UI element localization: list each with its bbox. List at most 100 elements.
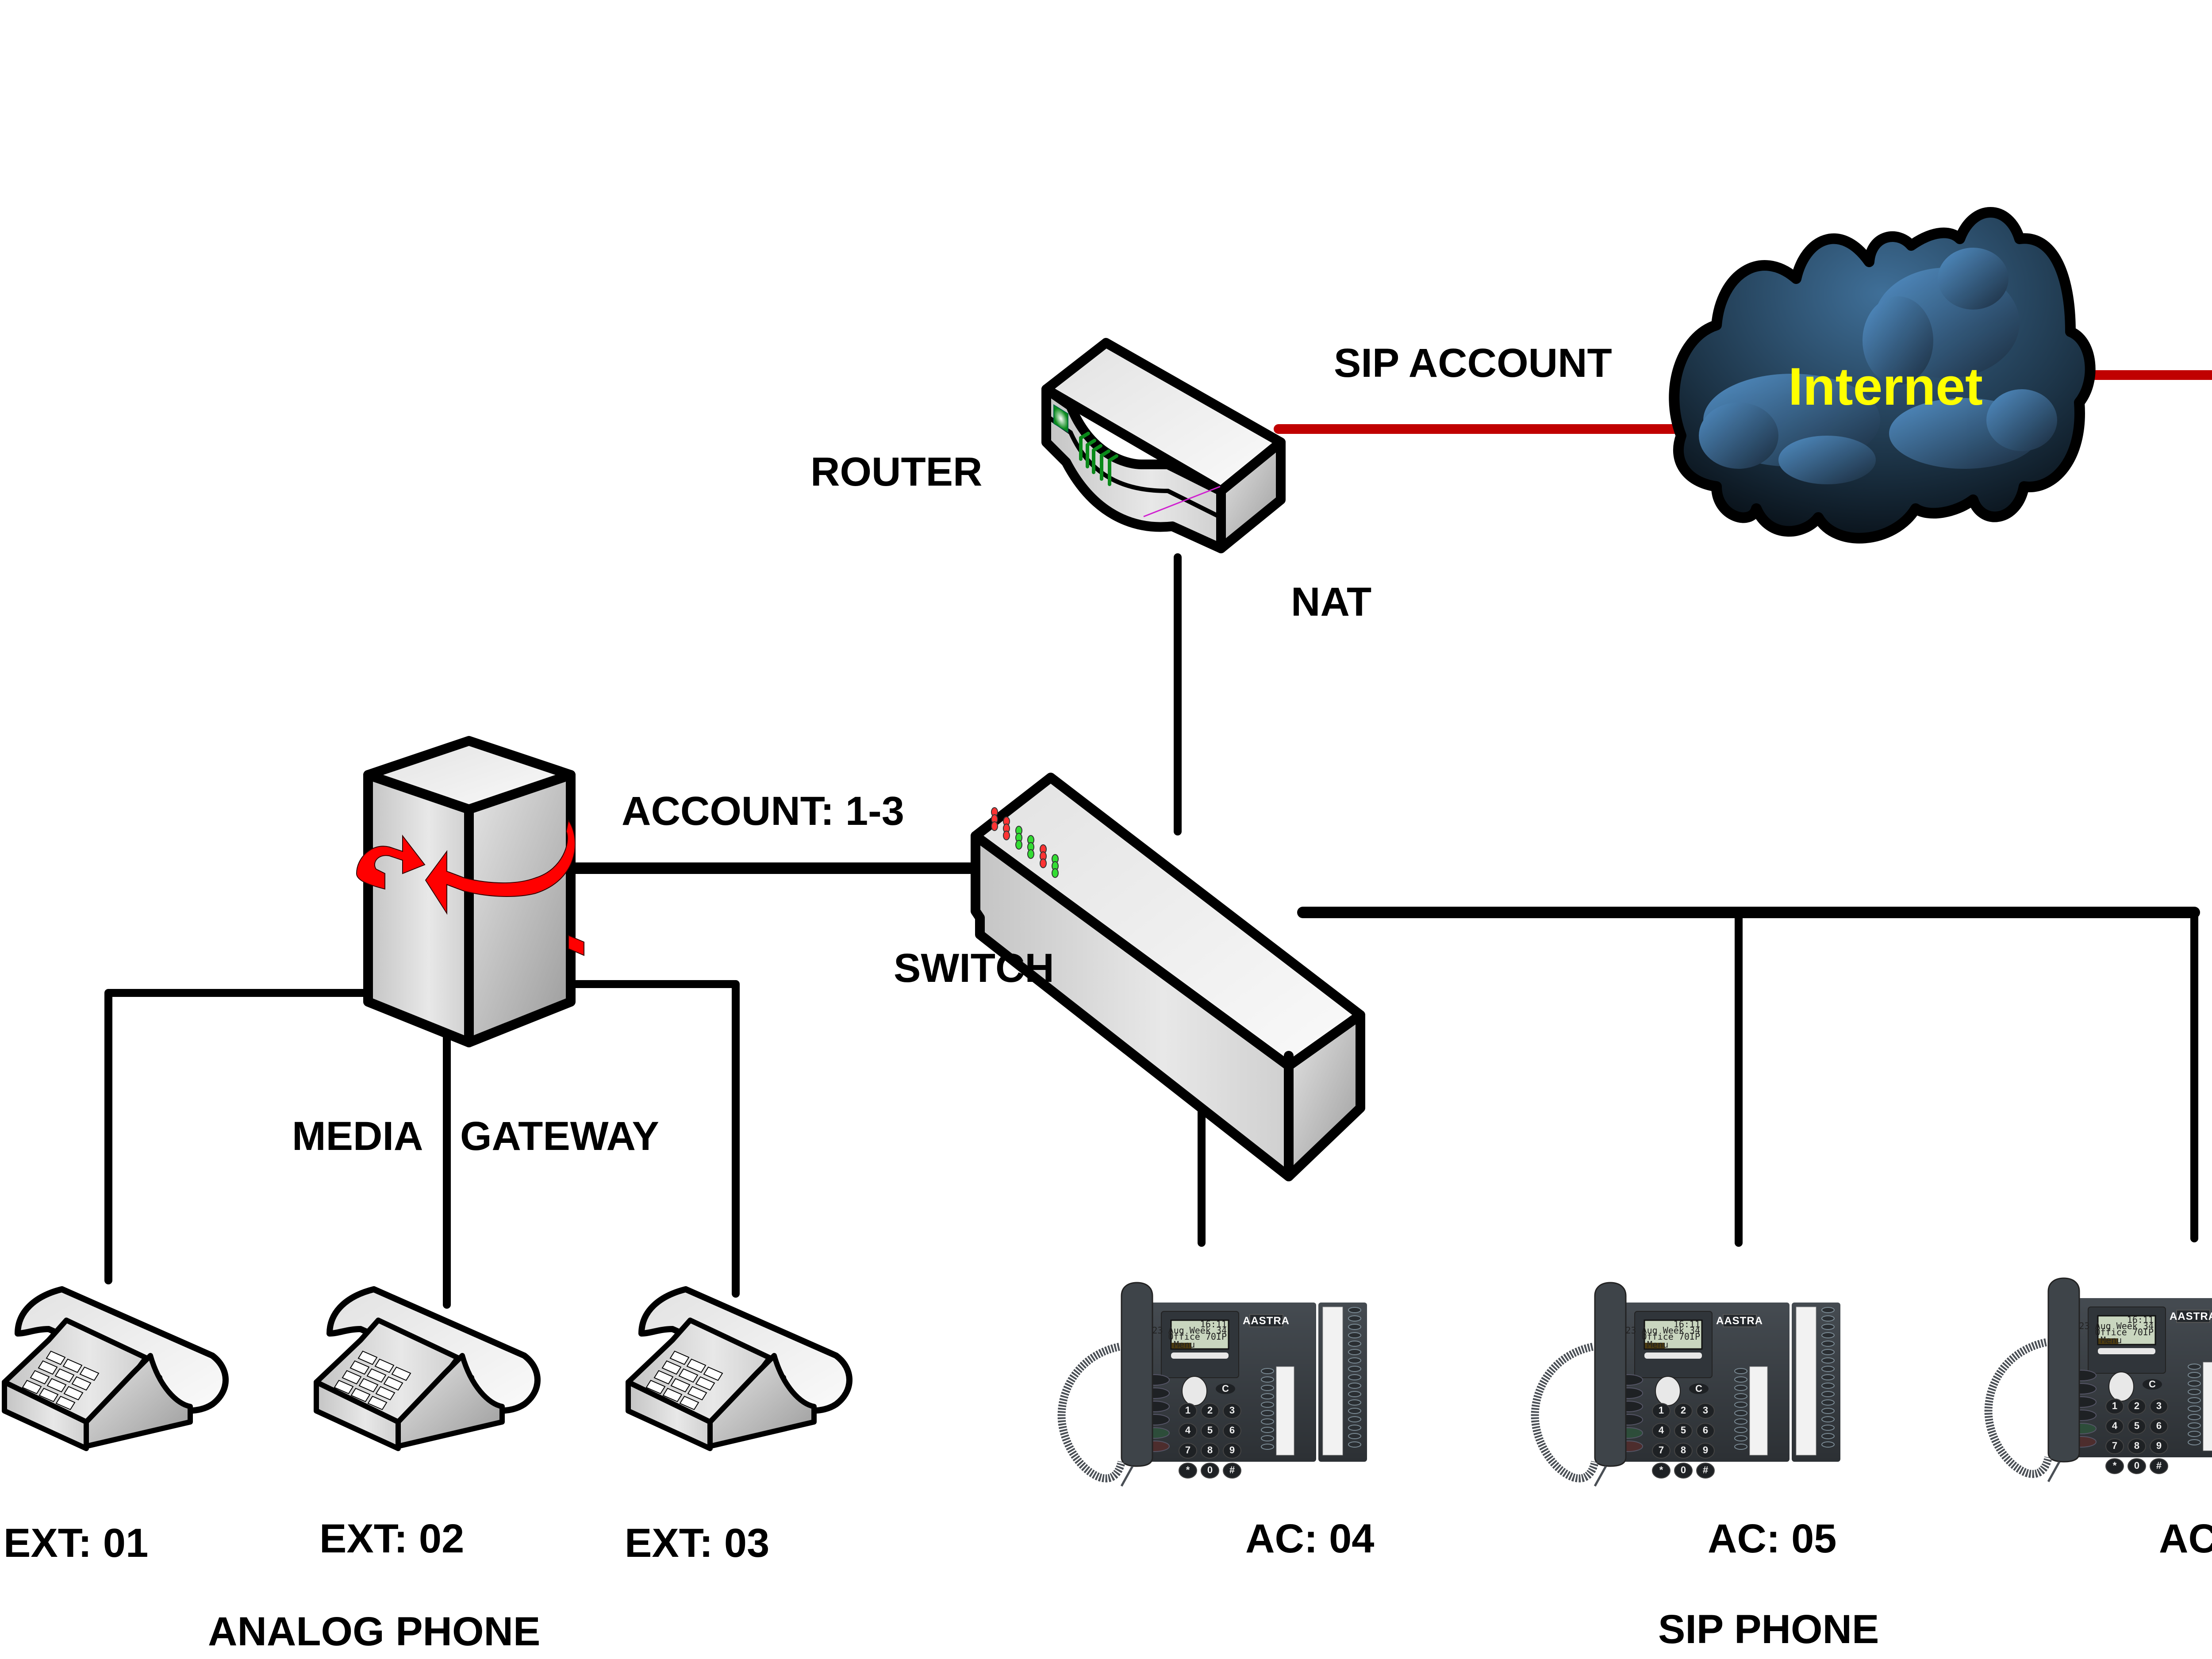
- keypad-key: 9: [2156, 1440, 2162, 1451]
- lcd-softkey: Menu: [1647, 1339, 1668, 1350]
- media-gateway[interactable]: MEDIA GATEWAY: [292, 736, 659, 1159]
- lcd-line: 16:11: [1200, 1319, 1227, 1329]
- keypad-key: *: [2113, 1460, 2117, 1471]
- gateway-label-gateway: GATEWAY: [460, 1114, 659, 1159]
- clear-key: C: [2149, 1379, 2156, 1390]
- clear-key: C: [1695, 1383, 1702, 1394]
- switch-port-leds: [991, 807, 1059, 878]
- analog-phone[interactable]: EXT: 02: [314, 1286, 541, 1561]
- handset: [2047, 1277, 2080, 1463]
- sip-phone-label: AC: 05: [1708, 1516, 1836, 1561]
- analog-phone-icon: [2, 1286, 229, 1451]
- analog-phone-label: EXT: 02: [319, 1516, 464, 1561]
- keypad-key: 5: [1207, 1425, 1213, 1436]
- lcd-line: Office 70IP: [1642, 1331, 1700, 1342]
- keypad-key: 4: [2112, 1420, 2118, 1431]
- keypad-key: 6: [2156, 1420, 2162, 1431]
- keypad-key: 0: [2134, 1460, 2139, 1471]
- analog-phone-label: EXT: 03: [625, 1521, 769, 1566]
- account-range-label: ACCOUNT: 1-3: [622, 789, 904, 834]
- phone-brand: AASTRA: [2170, 1310, 2212, 1322]
- keypad-key: #: [1229, 1464, 1235, 1475]
- keypad-key: *: [1659, 1464, 1663, 1475]
- keypad-key: *: [1186, 1464, 1190, 1475]
- keypad-key: 7: [1185, 1444, 1190, 1456]
- analog-phone[interactable]: EXT: 01: [2, 1286, 229, 1566]
- keypad-key: 3: [1229, 1405, 1235, 1416]
- keypad-key: 7: [1659, 1444, 1664, 1456]
- analog-keypad: [334, 1350, 411, 1410]
- lcd-line: 16:11: [2127, 1314, 2154, 1325]
- lcd-line: Office 70IP: [2095, 1327, 2154, 1337]
- cloud-icon: Internet: [1669, 207, 2096, 544]
- link-gateway-ext03: [571, 980, 740, 1298]
- keypad-key: #: [1703, 1464, 1708, 1475]
- keypad-key: 9: [1703, 1444, 1708, 1456]
- keypad-key: 2: [1681, 1405, 1686, 1416]
- links: [104, 370, 2212, 1309]
- handset: [1121, 1282, 1153, 1467]
- phone-brand: AASTRA: [1243, 1315, 1290, 1327]
- switch[interactable]: SWITCH: [894, 773, 1365, 1181]
- handset: [1594, 1282, 1627, 1467]
- lcd-line: Office 70IP: [1168, 1331, 1227, 1342]
- internet-label: Internet: [1788, 357, 1983, 416]
- keypad-key: 5: [2134, 1420, 2139, 1431]
- keypad-key: 4: [1659, 1425, 1664, 1436]
- keypad-key: 1: [2112, 1400, 2117, 1411]
- router[interactable]: ROUTER NAT: [810, 338, 1371, 625]
- keypad-key: #: [2156, 1460, 2162, 1471]
- analog-phone-icon: [314, 1286, 541, 1451]
- analog-phone-label: EXT: 01: [4, 1521, 148, 1566]
- sip-phone-label: AC: 06: [2159, 1516, 2212, 1561]
- switch-label: SWITCH: [894, 946, 1054, 991]
- coiled-cord: [1057, 1343, 1125, 1483]
- sip-phone-group-label: SIP PHONE: [1658, 1607, 1879, 1652]
- keypad-key: 2: [2134, 1400, 2139, 1411]
- keypad-key: 5: [1681, 1425, 1686, 1436]
- router-status-led: [1053, 404, 1068, 433]
- gateway-arrows: [356, 819, 584, 956]
- switch-icon: [971, 773, 1365, 1181]
- analog-phone-group-label: ANALOG PHONE: [208, 1609, 540, 1654]
- router-label: ROUTER: [810, 449, 982, 494]
- gateway-label-media: MEDIA: [292, 1114, 423, 1159]
- keypad-key: 3: [1703, 1405, 1708, 1416]
- media-gateway-icon: [356, 736, 584, 1047]
- keypad-key: 6: [1703, 1425, 1708, 1436]
- keypad-key: 6: [1229, 1425, 1235, 1436]
- nav-key: [1655, 1376, 1681, 1406]
- analog-keypad: [645, 1350, 723, 1410]
- link-gateway-ext01: [104, 989, 376, 1284]
- lcd-softkey: Menu: [2101, 1335, 2122, 1345]
- phone-brand: AASTRA: [1716, 1315, 1763, 1327]
- keypad-key: 4: [1185, 1425, 1191, 1436]
- keypad-key: 0: [1681, 1464, 1686, 1475]
- keypad-key: 7: [2112, 1440, 2117, 1451]
- router-icon: [1041, 338, 1286, 553]
- internet-cloud[interactable]: Internet: [1669, 207, 2096, 544]
- sip-phone-label: AC: 04: [1245, 1516, 1374, 1561]
- lcd-line: 16:11: [1674, 1319, 1700, 1329]
- keypad-key: 2: [1207, 1405, 1213, 1416]
- keypad-key: 0: [1207, 1464, 1213, 1475]
- sip-account-label: SIP ACCOUNT: [1334, 341, 1612, 386]
- nat-label: NAT: [1291, 579, 1371, 625]
- keypad-key: 8: [1207, 1444, 1213, 1456]
- analog-keypad: [22, 1350, 100, 1410]
- keypad-key: 9: [1229, 1444, 1235, 1456]
- analog-phone-icon: [626, 1286, 853, 1451]
- analog-phone[interactable]: EXT: 03: [625, 1286, 853, 1566]
- keypad-key: 3: [2156, 1400, 2162, 1411]
- nav-key: [2108, 1372, 2134, 1402]
- coiled-cord: [1984, 1338, 2052, 1478]
- analog-phones: EXT: 01 EXT: 02 EXT: 03: [2, 1286, 853, 1566]
